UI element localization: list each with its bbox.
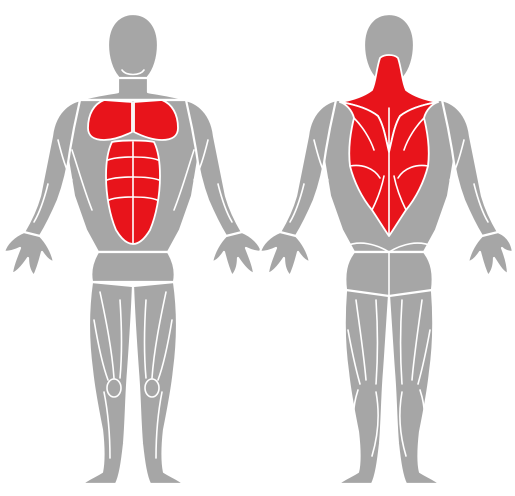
front-pectoral-right <box>134 100 178 140</box>
front-pelvis <box>91 252 175 282</box>
front-pectoral-left <box>88 100 132 140</box>
back-left-hand <box>260 232 310 276</box>
front-neck <box>80 78 186 100</box>
front-right-hand <box>212 232 262 276</box>
back-left-leg <box>338 290 389 484</box>
back-right-hand <box>468 232 513 276</box>
back-right-leg <box>389 290 440 484</box>
front-left-hand <box>4 232 54 276</box>
back-body-figure <box>260 14 513 484</box>
front-body-figure <box>4 14 262 484</box>
